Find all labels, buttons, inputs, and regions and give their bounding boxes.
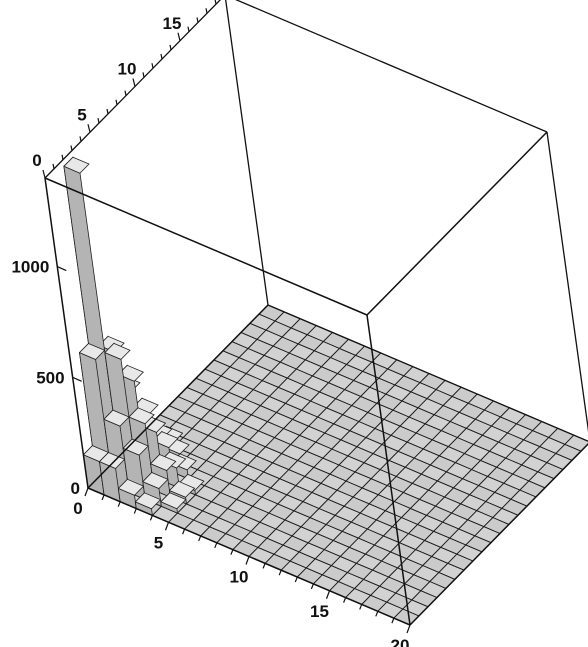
bar-top-face <box>63 156 90 174</box>
bar-top-face <box>160 492 187 510</box>
x-tick-label: 10 <box>230 568 249 587</box>
z-tick-label: 500 <box>36 368 64 387</box>
tick-mark <box>124 90 127 96</box>
tick-mark <box>245 556 250 565</box>
box-edge <box>267 304 588 442</box>
tick-mark <box>262 563 266 569</box>
tick-mark <box>359 604 363 610</box>
tick-mark <box>310 583 314 590</box>
tick-mark <box>79 136 82 142</box>
tick-mark <box>57 266 67 272</box>
tick-mark <box>132 78 136 87</box>
bar-top-face <box>122 438 149 456</box>
tick-mark <box>142 72 145 78</box>
bar-top-face <box>117 364 144 382</box>
tick-mark <box>115 99 118 105</box>
box-edge <box>44 0 221 179</box>
box-edge <box>44 177 368 316</box>
bar-top-face <box>134 492 162 510</box>
bar-top-face <box>152 431 179 449</box>
box-edge <box>546 131 588 433</box>
x-tick-label: 5 <box>154 533 163 552</box>
tick-mark <box>177 32 181 41</box>
tick-mark <box>164 522 170 531</box>
tick-mark <box>406 624 411 634</box>
tick-mark <box>198 535 202 542</box>
tick-mark <box>70 145 73 151</box>
tick-mark <box>294 576 298 583</box>
bounding-box-back <box>44 0 588 442</box>
floor-grid <box>87 304 588 626</box>
box-edge <box>44 177 89 489</box>
tick-mark <box>72 376 82 382</box>
tick-mark <box>343 597 347 603</box>
box-edge <box>225 0 269 306</box>
box-edge <box>366 131 548 316</box>
y-tick-label: 5 <box>77 105 86 124</box>
tick-mark <box>149 515 153 521</box>
tick-mark <box>52 163 55 169</box>
x-tick-label: 0 <box>73 499 82 518</box>
y-tick-label: 10 <box>118 60 137 79</box>
tick-mark <box>42 169 46 179</box>
tick-mark <box>151 63 154 69</box>
bar-top-face <box>117 478 145 496</box>
box-edge <box>366 314 411 626</box>
tick-mark <box>214 0 217 5</box>
x-tick-label: 20 <box>391 636 410 647</box>
tick-mark <box>187 26 190 32</box>
bounding-box-front <box>44 131 588 626</box>
bar-top-face <box>104 342 131 360</box>
tick-mark <box>87 124 91 133</box>
bar <box>134 491 162 517</box>
tick-mark <box>196 17 199 23</box>
z-tick-label: 0 <box>71 479 80 498</box>
tick-mark <box>278 569 282 576</box>
ticks: 051015200510152005001000 <box>11 0 411 647</box>
tick-mark <box>97 117 100 124</box>
box-edge <box>235 0 548 133</box>
tick-mark <box>182 528 186 535</box>
tick-mark <box>160 53 163 60</box>
tick-mark <box>214 542 218 549</box>
y-tick-label: 15 <box>163 14 182 33</box>
tick-mark <box>375 611 379 617</box>
box-edge <box>87 304 269 489</box>
tick-mark <box>391 617 395 624</box>
box-edge <box>409 442 588 626</box>
bar-top-face <box>149 454 177 471</box>
tick-mark <box>61 154 64 160</box>
bar-top-face <box>168 480 196 498</box>
tick-mark <box>87 487 98 493</box>
z-tick-label: 1000 <box>11 258 49 277</box>
tick-mark <box>325 590 331 599</box>
bar-top-face <box>142 472 169 489</box>
tick-mark <box>106 108 109 115</box>
tick-mark <box>117 501 121 507</box>
x-tick-label: 15 <box>310 602 329 621</box>
tick-mark <box>230 549 234 555</box>
tick-mark <box>169 44 172 51</box>
bar <box>117 478 145 510</box>
y-tick-label: 0 <box>32 151 41 170</box>
tick-mark <box>205 8 208 14</box>
tick-mark <box>84 487 89 497</box>
tick-mark <box>133 508 137 514</box>
bar-top-face <box>128 407 155 425</box>
tick-mark <box>101 494 105 501</box>
bar-top-face <box>103 409 130 427</box>
bar-top-face <box>78 343 106 360</box>
bar <box>160 491 187 514</box>
